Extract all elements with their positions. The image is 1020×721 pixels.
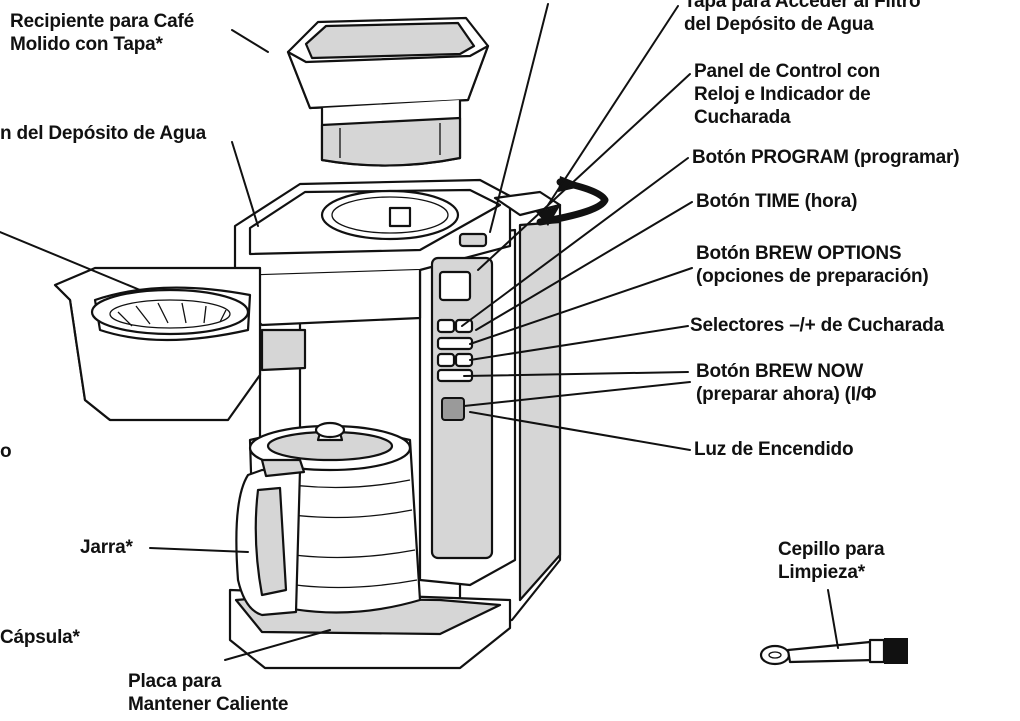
label-line: Botón TIME (hora)	[696, 191, 858, 212]
label-line: Reloj e Indicador de	[694, 84, 871, 105]
label-line: Placa para	[128, 671, 222, 692]
label-cleaning-brush: Cepillo para Limpieza*	[778, 538, 885, 584]
label-filter-access-lid: Tapa para Acceder al Filtro del Depósito…	[684, 0, 921, 36]
label-brew-now-button: Botón BREW NOW (preparar ahora) (I/Φ	[696, 360, 877, 406]
label-line: n del Depósito de Agua	[0, 123, 207, 144]
label-line: Mantener Caliente	[128, 694, 289, 715]
label-line: Luz de Encendido	[694, 439, 854, 460]
label-capsule: Cápsula*	[0, 626, 80, 649]
label-water-reservoir: n del Depósito de Agua	[0, 122, 206, 145]
label-line: Tapa para Acceder al Filtro	[684, 0, 921, 12]
brew-basket-illustration	[53, 266, 307, 422]
label-line: Selectores –/+ de Cucharada	[690, 315, 944, 336]
label-line: Molido con Tapa*	[10, 34, 163, 55]
label-stray-letter: o	[0, 440, 12, 463]
label-ground-coffee-container: Recipiente para Café Molido con Tapa*	[10, 10, 194, 56]
label-program-button: Botón PROGRAM (programar)	[692, 146, 960, 169]
label-line: o	[0, 441, 12, 462]
ground-coffee-container-illustration	[286, 16, 490, 167]
label-line: (preparar ahora) (I/Φ	[696, 384, 877, 405]
label-line: Panel de Control con	[694, 61, 881, 82]
label-line: del Depósito de Agua	[684, 14, 874, 35]
label-control-panel: Panel de Control con Reloj e Indicador d…	[694, 60, 880, 129]
label-line: Recipiente para Café	[10, 11, 194, 32]
label-line: Cápsula*	[0, 627, 80, 648]
coffee-maker-body-illustration	[228, 176, 609, 670]
leader-lines	[0, 3, 839, 661]
label-line: Botón BREW OPTIONS	[696, 243, 902, 264]
cleaning-brush-illustration	[759, 638, 908, 666]
label-line: Botón BREW NOW	[696, 361, 864, 382]
label-line: Limpieza*	[778, 562, 865, 583]
carafe-illustration	[235, 421, 422, 617]
label-line: Botón PROGRAM (programar)	[692, 147, 960, 168]
label-scoop-selectors: Selectores –/+ de Cucharada	[690, 314, 944, 337]
label-line: Cepillo para	[778, 539, 885, 560]
label-line: Jarra*	[80, 537, 133, 558]
label-line: (opciones de preparación)	[696, 266, 929, 287]
label-carafe: Jarra*	[80, 536, 133, 559]
label-brew-options-button: Botón BREW OPTIONS (opciones de preparac…	[696, 242, 929, 288]
label-line: Cucharada	[694, 107, 791, 128]
label-power-light: Luz de Encendido	[694, 438, 854, 461]
label-warming-plate: Placa para Mantener Caliente	[128, 670, 288, 716]
label-time-button: Botón TIME (hora)	[696, 190, 857, 213]
